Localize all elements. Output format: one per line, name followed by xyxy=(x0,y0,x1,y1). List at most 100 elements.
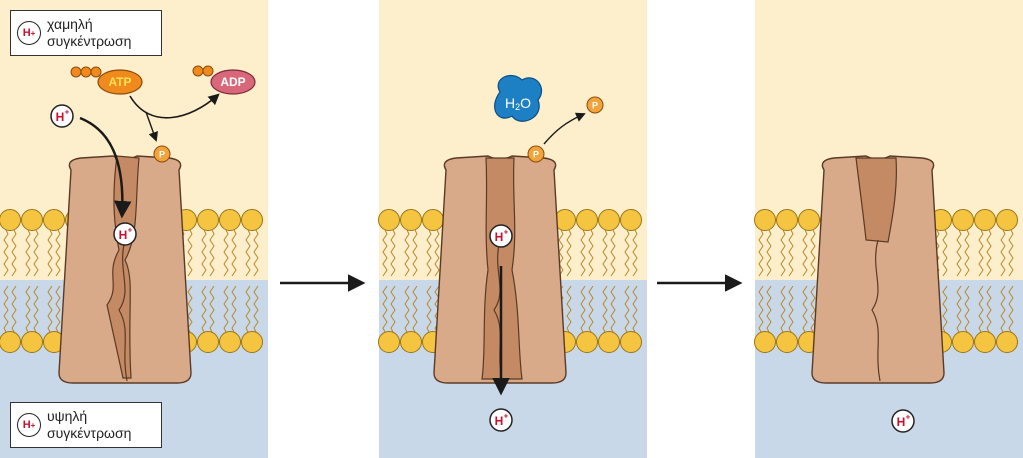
proton-circle xyxy=(891,409,915,433)
lipid-head xyxy=(598,331,620,353)
protein-seam xyxy=(871,239,881,382)
proton-circle xyxy=(50,104,74,128)
lipid-tail xyxy=(1008,229,1014,277)
proton-label: H xyxy=(495,230,504,244)
lipid-tail xyxy=(780,285,786,333)
phosphate-bead xyxy=(70,66,82,78)
lipid-tail xyxy=(624,285,630,333)
lipid-tail xyxy=(602,229,608,277)
water-molecule: H2O xyxy=(494,75,543,122)
legend-low-concentration: H+ χαμηλή συγκέντρωση xyxy=(10,10,162,56)
legend-high-text: υψηλή συγκέντρωση xyxy=(47,408,132,441)
lipid-tail xyxy=(33,285,39,333)
lipid-head xyxy=(0,209,21,231)
atp-oval xyxy=(97,69,143,95)
phosphate-group: P xyxy=(586,96,604,114)
phosphate-bead xyxy=(80,66,92,78)
lipid-tail xyxy=(766,285,772,333)
lipid-tail xyxy=(55,285,61,333)
lipid-tail xyxy=(55,229,61,277)
lipid-head xyxy=(378,331,400,353)
lipid-head xyxy=(197,209,219,231)
lipid-head xyxy=(974,209,996,231)
phosphate-circle xyxy=(586,96,604,114)
lipid-tail xyxy=(11,285,17,333)
lipid-tail xyxy=(223,229,229,277)
lipid-tail xyxy=(632,285,638,333)
lipid-tail xyxy=(187,229,193,277)
lipid-tail xyxy=(978,285,984,333)
lipid-tail xyxy=(187,285,193,333)
lipid-tail xyxy=(25,229,31,277)
lipid-tail xyxy=(253,229,259,277)
adp-oval xyxy=(210,69,256,95)
proton-charge: + xyxy=(504,412,509,421)
protein-seam xyxy=(118,239,128,382)
phosphate-bead xyxy=(192,65,204,77)
lipid-tail xyxy=(632,229,638,277)
panel-step-3-reset: H+ xyxy=(754,0,1023,458)
lipid-tail xyxy=(253,285,259,333)
lipid-tail xyxy=(209,229,215,277)
proton-ion: H+ xyxy=(50,104,74,128)
lipid-tail xyxy=(788,285,794,333)
proton-icon: H+ xyxy=(17,21,41,45)
phosphate-group: P xyxy=(153,145,171,163)
lipid-head xyxy=(400,331,422,353)
lipid-tail xyxy=(223,285,229,333)
phosphate-circle xyxy=(153,145,171,163)
lipid-head xyxy=(197,331,219,353)
lipid-tail xyxy=(412,229,418,277)
lipid-tail xyxy=(1000,229,1006,277)
lipid-head xyxy=(241,331,263,353)
phosphate-label: P xyxy=(159,150,165,160)
lipid-tail xyxy=(964,285,970,333)
lipid-tail xyxy=(566,229,572,277)
atp-molecule: ATP xyxy=(70,66,143,95)
lipid-head xyxy=(776,209,798,231)
lipid-tail xyxy=(964,229,970,277)
proton-charge: + xyxy=(504,228,509,237)
lipid-head xyxy=(43,209,65,231)
lipid-tail xyxy=(1000,285,1006,333)
legend-low-text: χαμηλή συγκέντρωση xyxy=(47,16,132,49)
lipid-tail xyxy=(47,285,53,333)
lipid-head xyxy=(996,331,1018,353)
phosphate-bead xyxy=(202,65,214,77)
lipid-head xyxy=(576,209,598,231)
lipid-tail xyxy=(610,229,616,277)
water-label: H2O xyxy=(505,95,531,112)
proton-ion: H+ xyxy=(489,224,513,248)
lipid-tail xyxy=(580,229,586,277)
proton-circle xyxy=(113,222,137,246)
lipid-tail xyxy=(412,285,418,333)
lipid-tail xyxy=(624,229,630,277)
lipid-head xyxy=(219,331,241,353)
lipid-tail xyxy=(588,229,594,277)
lipid-tail xyxy=(404,229,410,277)
proton-charge: + xyxy=(65,108,70,117)
lipid-head xyxy=(776,331,798,353)
legend-high-concentration: H+ υψηλή συγκέντρωση xyxy=(10,402,162,448)
lipid-head xyxy=(952,331,974,353)
lipid-tail xyxy=(33,229,39,277)
lipid-tail xyxy=(942,285,948,333)
lipid-head xyxy=(0,331,21,353)
lipid-tail xyxy=(956,285,962,333)
phosphate-circle xyxy=(527,145,545,163)
lipid-tail xyxy=(390,285,396,333)
lipid-tail xyxy=(231,285,237,333)
adp-molecule: ADP xyxy=(192,65,256,95)
proton-label: H xyxy=(495,414,504,428)
lipid-tail xyxy=(426,285,432,333)
lipid-tail xyxy=(25,285,31,333)
lipid-tail xyxy=(209,285,215,333)
phosphate-transfer-arrow xyxy=(145,111,158,142)
phosphate-release-arrow xyxy=(543,112,586,145)
lipid-tail xyxy=(810,229,816,277)
lipid-tail xyxy=(3,229,9,277)
phosphate-group: P xyxy=(527,145,545,163)
phosphate-bead xyxy=(90,66,102,78)
proton-charge: + xyxy=(906,413,911,422)
lipid-tail xyxy=(766,229,772,277)
